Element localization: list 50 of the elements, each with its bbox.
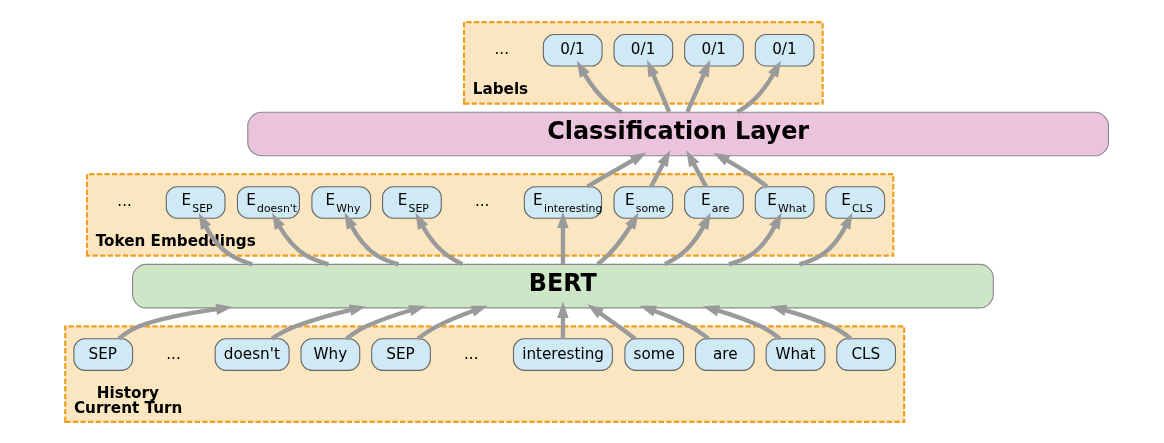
node-box: 0/1 — [683, 33, 744, 67]
node-box: What — [765, 337, 825, 371]
node-box: BERT — [131, 263, 994, 308]
node-box: SEP — [72, 337, 133, 371]
arrow — [344, 304, 426, 341]
arrow — [798, 212, 852, 266]
arrow — [271, 212, 329, 266]
node-box: E$_{CLS}$ — [824, 185, 885, 219]
node-box: E$_{SEP}$ — [381, 185, 442, 219]
node-box: CLS — [835, 337, 896, 371]
arrow — [639, 305, 710, 340]
node-box: SEP — [370, 337, 431, 371]
arrow — [646, 59, 671, 113]
node-box: E$_{doesn't}$ — [236, 185, 300, 219]
node-box: some — [623, 337, 684, 371]
node-box: 0/1 — [542, 33, 603, 67]
node-box: Classification Layer — [246, 111, 1109, 156]
arrow — [198, 212, 253, 266]
arrow — [727, 212, 782, 266]
node-box: E$_{interesting}$ — [523, 185, 602, 219]
arrow — [663, 212, 711, 266]
node-box: E$_{What}$ — [754, 185, 814, 219]
label: ... — [474, 191, 489, 210]
arrow — [702, 304, 781, 340]
arrow — [556, 211, 569, 264]
label: ... — [493, 39, 509, 58]
node-box: E$_{SEP}$ — [165, 185, 225, 219]
arrow — [685, 149, 708, 188]
arrow — [585, 152, 647, 188]
arrow — [270, 304, 366, 340]
arrow — [586, 303, 636, 340]
node-box: doesn't — [214, 337, 290, 371]
label: ... — [165, 344, 181, 363]
node-box: are — [694, 337, 755, 371]
node-box: E$_{Why}$ — [310, 185, 371, 219]
arrow — [769, 304, 852, 340]
arrow — [414, 212, 463, 266]
node-box: 0/1 — [612, 33, 673, 67]
node-box: E$_{are}$ — [683, 185, 744, 219]
label: ... — [463, 344, 479, 363]
node-box: Why — [300, 337, 360, 371]
arrow — [712, 152, 768, 188]
arrow — [556, 301, 569, 339]
node-box: interesting — [512, 337, 613, 371]
arrow — [117, 303, 232, 340]
arrow — [648, 149, 670, 188]
label: ... — [116, 191, 132, 210]
node-box: E$_{some}$ — [612, 185, 673, 219]
node-box: 0/1 — [754, 33, 814, 67]
arrow — [684, 59, 710, 113]
